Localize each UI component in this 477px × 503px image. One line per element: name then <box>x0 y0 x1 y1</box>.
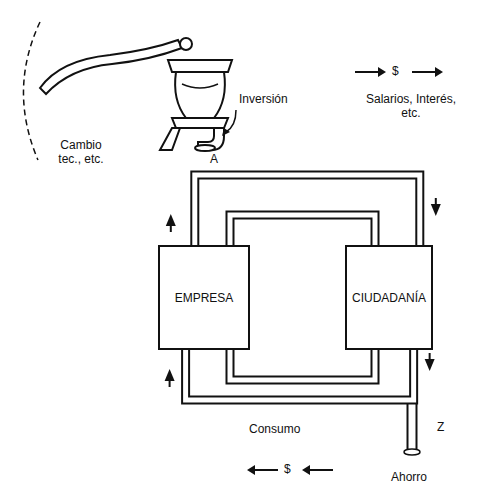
investment-label: Inversión <box>238 92 289 106</box>
money-label: $ <box>283 462 292 476</box>
flow-label: Salarios, Interés, etc. <box>355 92 467 121</box>
household-box: CIUDADANÍA <box>345 245 433 350</box>
flow-label: Consumo <box>248 422 301 436</box>
point-label: Z <box>436 420 445 434</box>
tech-change-label: Cambio tec., etc. <box>48 138 114 167</box>
savings-label: Ahorro <box>390 470 428 484</box>
box-label: EMPRESA <box>175 291 234 305</box>
money-label: $ <box>391 64 400 78</box>
firm-box: EMPRESA <box>158 245 250 350</box>
point-label: A <box>209 152 219 166</box>
money-pipe <box>165 350 435 400</box>
money-pipe <box>166 145 441 245</box>
box-label: CIUDADANÍA <box>352 291 426 305</box>
